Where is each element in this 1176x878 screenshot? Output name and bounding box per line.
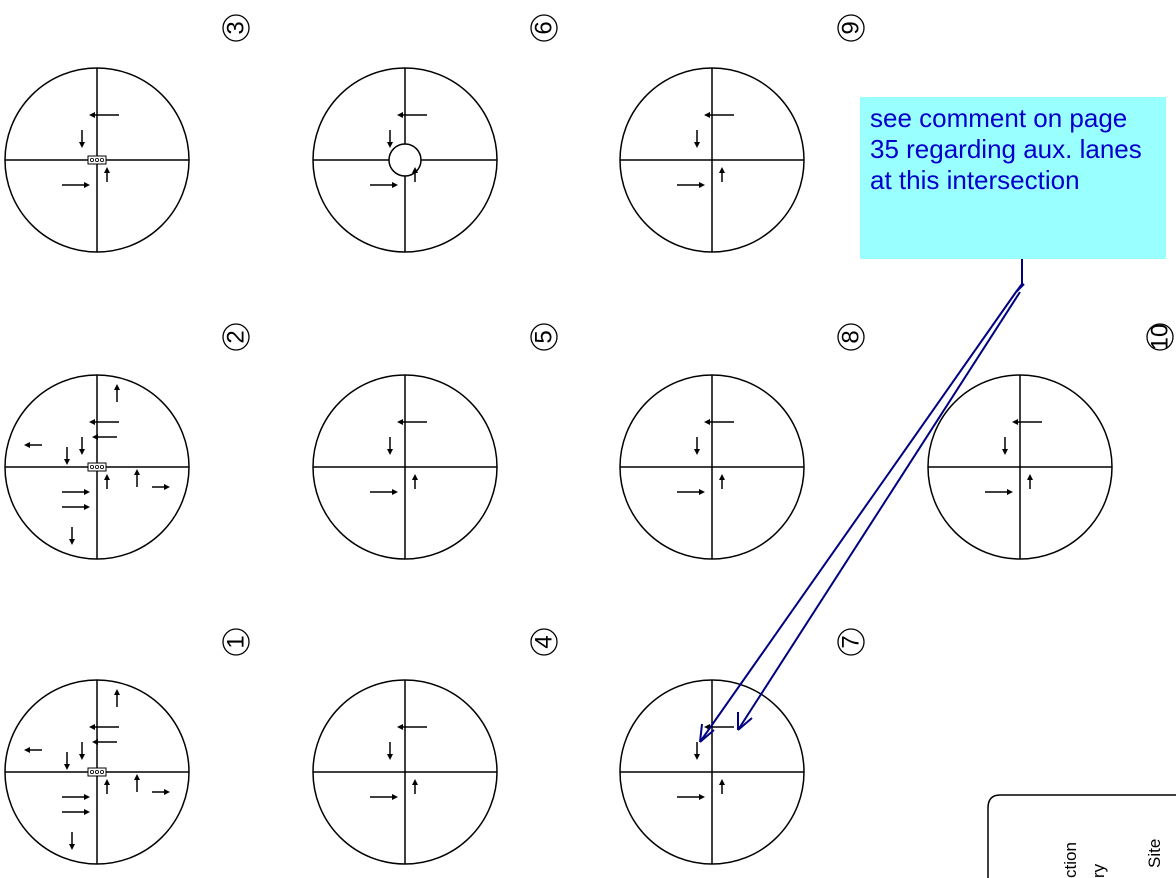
lane-arrows: [677, 112, 734, 188]
lane-arrows: [677, 419, 734, 495]
intersection-number-2: 2: [222, 323, 250, 351]
lane-arrows: [370, 724, 427, 800]
signal-icon: [87, 155, 107, 165]
intersection-8: 8: [619, 323, 865, 560]
svg-text:6: 6: [531, 21, 558, 34]
intersection-10: 10: [927, 323, 1174, 560]
svg-text:8: 8: [838, 330, 865, 343]
intersection-number-5: 5: [530, 323, 558, 351]
intersection-7: 7: [619, 628, 865, 865]
svg-text:9: 9: [838, 21, 865, 34]
svg-text:4: 4: [531, 635, 558, 648]
intersection-number-4: 4: [530, 628, 558, 656]
intersection-1: 1: [4, 628, 250, 865]
review-comment-callout: see comment on page 35 regarding aux. la…: [860, 97, 1166, 259]
intersection-4: 4: [312, 628, 558, 865]
lane-arrows: [62, 112, 119, 188]
intersection-number-10: 10: [1146, 323, 1174, 351]
comment-text: see comment on page 35 regarding aux. la…: [870, 103, 1142, 195]
intersection-5: 5: [312, 323, 558, 560]
lane-arrows: [24, 689, 170, 850]
svg-text:5: 5: [531, 330, 558, 343]
intersection-number-1: 1: [222, 628, 250, 656]
roundabout-island: [388, 143, 422, 177]
lane-arrows: [985, 419, 1042, 495]
intersection-6: 6: [312, 14, 558, 253]
signal-icon: [87, 462, 107, 472]
svg-text:2: 2: [223, 330, 250, 343]
svg-text:1: 1: [223, 635, 250, 648]
lane-arrows: [24, 384, 170, 545]
intersection-2: 2: [4, 323, 250, 560]
svg-text:3: 3: [223, 21, 250, 34]
callout-arrows: [699, 258, 1025, 743]
legend-line-2: ry: [1089, 863, 1108, 878]
lane-arrows: [370, 112, 427, 188]
svg-text:7: 7: [838, 635, 865, 648]
intersection-number-7: 7: [837, 628, 865, 656]
intersection-number-9: 9: [837, 14, 865, 42]
legend-line-3: Site: [1145, 839, 1164, 868]
lane-arrows: [370, 419, 427, 495]
intersection-number-6: 6: [530, 14, 558, 42]
svg-text:10: 10: [1147, 324, 1174, 351]
intersection-circles: 1 2 3 4 5 6 7 8 9 10: [4, 14, 1174, 865]
intersection-9: 9: [619, 14, 865, 253]
legend-line-1: ction: [1061, 842, 1080, 878]
legend-box: ction ry Site: [987, 794, 1176, 878]
intersection-number-3: 3: [222, 14, 250, 42]
intersection-3: 3: [4, 14, 250, 253]
signal-icon: [87, 767, 107, 777]
intersection-number-8: 8: [837, 323, 865, 351]
